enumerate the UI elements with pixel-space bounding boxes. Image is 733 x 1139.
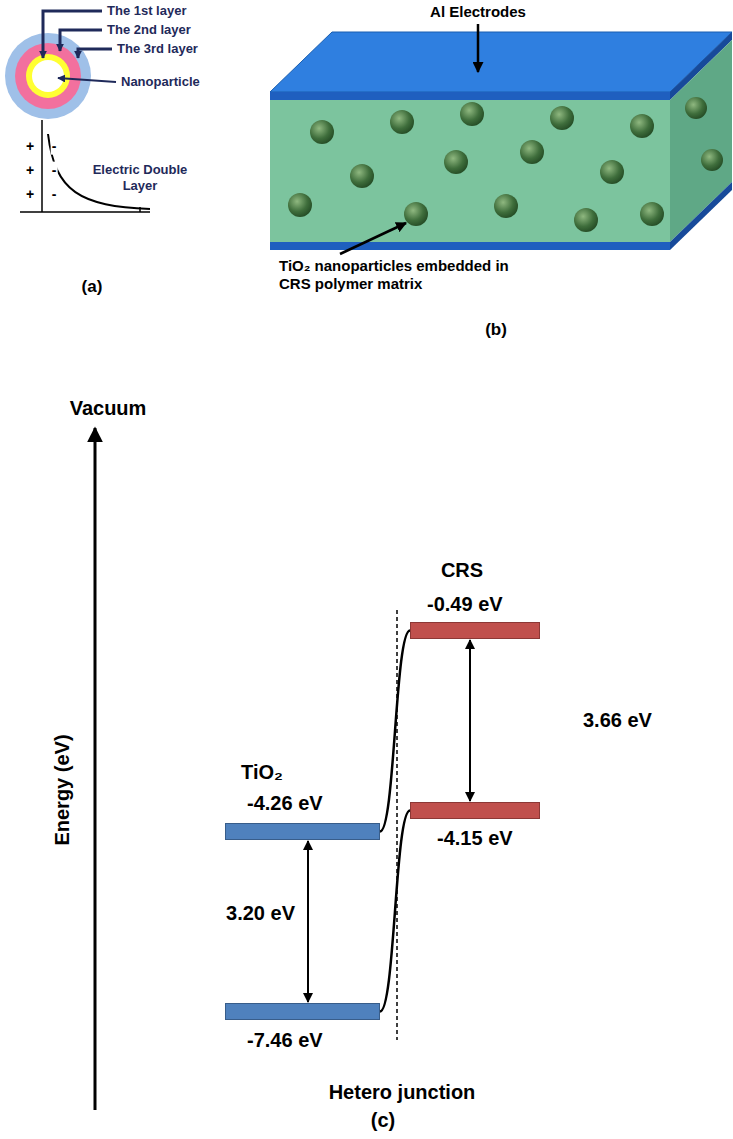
- band-gap-label: 3.20 eV: [225, 901, 296, 925]
- material-label: CRS: [440, 558, 484, 582]
- charge-sign: +: [25, 162, 35, 179]
- first-layer-ring: [26, 54, 70, 98]
- tio2-nanoparticles: [288, 97, 723, 232]
- part-label: Nanoparticle: [120, 74, 201, 90]
- device-slab: [270, 24, 732, 254]
- axis-label: Energy (eV): [50, 733, 74, 846]
- energy-level-bar: -4.15 eV: [410, 802, 540, 819]
- charge-sign: -: [51, 162, 58, 179]
- polymer-matrix: [670, 40, 732, 242]
- material-label: TiO₂: [240, 760, 284, 784]
- leader-line: [43, 11, 102, 58]
- leader-line: [477, 24, 480, 72]
- leader-line: [340, 223, 406, 254]
- leader-line: [78, 49, 112, 58]
- junction-label: Hetero junction: [328, 1080, 477, 1104]
- layer-label: The 1st layer: [106, 3, 188, 19]
- energy-level-bar: -7.46 eV: [225, 1003, 380, 1020]
- energy-value: -4.26 eV: [246, 792, 324, 815]
- plot-label: Electric Double Layer: [89, 162, 191, 193]
- polymer-matrix: [270, 100, 670, 242]
- energy-axis: [94, 428, 97, 1110]
- plot-axis: [20, 211, 150, 213]
- top-electrode: [270, 92, 670, 100]
- top-electrode: [270, 32, 732, 92]
- axis-label: Vacuum: [69, 396, 148, 420]
- band-gap-arrow: [307, 841, 309, 1002]
- band-bending-curve: [380, 631, 410, 832]
- energy-value: -0.49 eV: [426, 593, 504, 616]
- third-layer-ring: [5, 33, 91, 119]
- charge-sign: -: [51, 138, 58, 155]
- plot-axis: [41, 120, 43, 212]
- bottom-electrode: [670, 182, 732, 250]
- panel-label: (a): [81, 277, 104, 297]
- energy-level-bar: -4.26 eV: [225, 823, 380, 840]
- energy-value: -4.15 eV: [436, 827, 514, 850]
- charge-sign: +: [25, 138, 35, 155]
- nanoparticle-core: [32, 60, 64, 92]
- layer-label: The 2nd layer: [106, 22, 192, 38]
- energy-value: -7.46 eV: [246, 1029, 324, 1052]
- panel-label: (c): [370, 1108, 396, 1132]
- charge-sign: +: [25, 186, 35, 203]
- band-bending-curve: [380, 811, 410, 1012]
- nanoparticle-figure: [5, 11, 116, 119]
- panel-label: (b): [484, 320, 508, 340]
- part-label: TiO₂ nanoparticles embedded in CRS polym…: [278, 257, 542, 293]
- part-label: Al Electrodes: [429, 3, 527, 21]
- charge-sign: -: [51, 186, 58, 203]
- junction-line: [396, 610, 398, 1040]
- bottom-electrode: [270, 242, 670, 250]
- leader-line: [58, 78, 116, 82]
- layer-label: The 3rd layer: [116, 41, 199, 57]
- band-gap-label: 3.66 eV: [582, 708, 653, 732]
- band-gap-arrow: [469, 640, 471, 801]
- second-layer-ring: [15, 43, 81, 109]
- energy-level-bar: -0.49 eV: [410, 622, 540, 639]
